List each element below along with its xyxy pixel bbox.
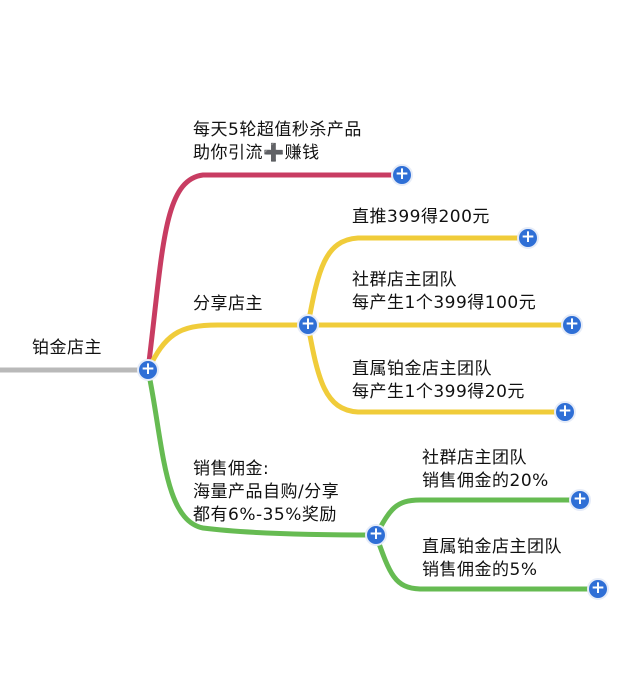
- share-label: 分享店主: [193, 294, 263, 314]
- share-child-2-expand-plus-icon[interactable]: +: [561, 314, 583, 336]
- edge-commission-2: [373, 532, 601, 592]
- commission-label: 销售佣金: 海量产品自购/分享 都有6%-35%奖励: [193, 459, 340, 525]
- edge-share: [145, 322, 311, 373]
- share-child-3-expand-plus-icon[interactable]: +: [554, 401, 576, 423]
- seckill-label: 每天5轮超值秒杀产品 助你引流➕赚钱: [193, 120, 362, 163]
- edge-commission: [145, 367, 379, 538]
- share-expand-plus-icon[interactable]: +: [297, 314, 319, 336]
- share-child-1-label: 直推399得200元: [352, 207, 490, 227]
- commission-child-2-expand-plus-icon[interactable]: +: [587, 578, 609, 600]
- seckill-expand-plus-icon[interactable]: +: [391, 164, 413, 186]
- edge-commission-1: [373, 497, 583, 538]
- root-expand-plus-icon[interactable]: +: [137, 359, 159, 381]
- share-child-2-label: 社群店主团队 每产生1个399得100元: [352, 270, 537, 313]
- share-child-1-expand-plus-icon[interactable]: +: [517, 227, 539, 249]
- commission-child-1-expand-plus-icon[interactable]: +: [569, 489, 591, 511]
- commission-child-1-label: 社群店主团队 销售佣金的20%: [422, 448, 549, 491]
- edge-seckill: [145, 172, 405, 373]
- commission-child-2-label: 直属铂金店主团队 销售佣金的5%: [422, 537, 562, 580]
- edge-share-3: [305, 322, 568, 415]
- root-label: 铂金店主: [32, 338, 102, 358]
- share-child-3-label: 直属铂金店主团队 每产生1个399得20元: [352, 359, 525, 402]
- commission-expand-plus-icon[interactable]: +: [365, 524, 387, 546]
- edge-share-1: [305, 235, 531, 328]
